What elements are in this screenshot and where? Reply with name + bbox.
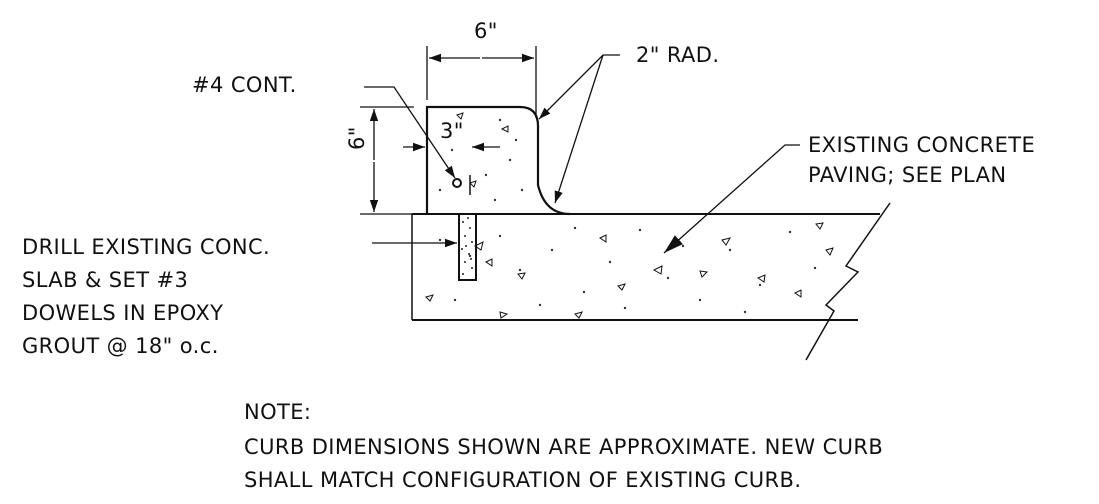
radius-callout: 2" RAD. (636, 43, 720, 67)
dimension-height (360, 106, 414, 215)
existing-slab (411, 202, 891, 361)
existing-paving-callout-line1: EXISTING CONCRETE (808, 133, 1036, 157)
curb-profile (425, 105, 571, 216)
dowel-callout-line4: GROUT @ 18" o.c. (22, 334, 219, 358)
break-line (805, 202, 891, 361)
note-heading: NOTE: (244, 400, 312, 424)
height-dimension-text: 6" (345, 126, 369, 150)
existing-paving-callout-line2: PAVING; SEE PLAN (808, 163, 1007, 187)
rebar-offset-dimension-text: 3" (440, 119, 464, 143)
leader-rebar (364, 86, 456, 179)
width-dimension-text: 6" (474, 19, 498, 43)
rebar-4-cont (452, 178, 462, 188)
rebar-callout: #4 CONT. (192, 73, 297, 97)
leader-radius (538, 54, 620, 204)
note-line1: CURB DIMENSIONS SHOWN ARE APPROXIMATE. N… (244, 435, 884, 459)
dowel-callout-line1: DRILL EXISTING CONC. (22, 235, 271, 259)
leader-existing-paving (663, 144, 800, 254)
note-line2: SHALL MATCH CONFIGURATION OF EXISTING CU… (244, 468, 802, 492)
slab-stipple (438, 226, 817, 314)
dowel (458, 213, 477, 281)
dowel-callout-line2: SLAB & SET #3 (22, 268, 189, 292)
dowel-callout-line3: DOWELS IN EPOXY (22, 301, 224, 325)
slab-aggregate-triangles (425, 222, 834, 319)
dimension-width (426, 46, 537, 118)
